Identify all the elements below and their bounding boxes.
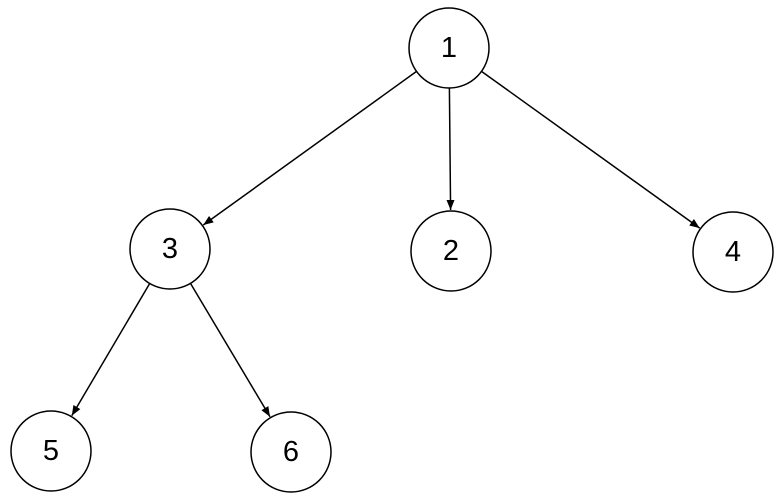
node-circle-2 xyxy=(410,210,492,292)
tree-node-4: 4 xyxy=(692,211,774,293)
node-circle-3 xyxy=(129,208,211,290)
node-circle-4 xyxy=(692,211,774,293)
node-circle-1 xyxy=(408,7,490,89)
node-label-2: 2 xyxy=(443,235,459,267)
tree-node-2: 2 xyxy=(410,210,492,292)
node-label-4: 4 xyxy=(725,236,741,268)
node-circle-5 xyxy=(10,410,92,492)
tree-node-6: 6 xyxy=(250,411,332,493)
node-circle-6 xyxy=(250,411,332,493)
tree-node-5: 5 xyxy=(10,410,92,492)
tree-node-3: 3 xyxy=(129,208,211,290)
edge-arrow-3-6 xyxy=(189,282,271,418)
edge-arrow-1-4 xyxy=(481,70,701,229)
node-label-5: 5 xyxy=(43,435,59,467)
node-label-6: 6 xyxy=(283,436,299,468)
node-label-3: 3 xyxy=(162,233,178,265)
edge-arrow-1-3 xyxy=(202,70,417,226)
edge-arrow-1-2 xyxy=(446,87,455,211)
node-label-1: 1 xyxy=(441,32,457,64)
tree-node-1: 1 xyxy=(408,7,490,89)
edge-arrow-3-5 xyxy=(71,283,151,417)
